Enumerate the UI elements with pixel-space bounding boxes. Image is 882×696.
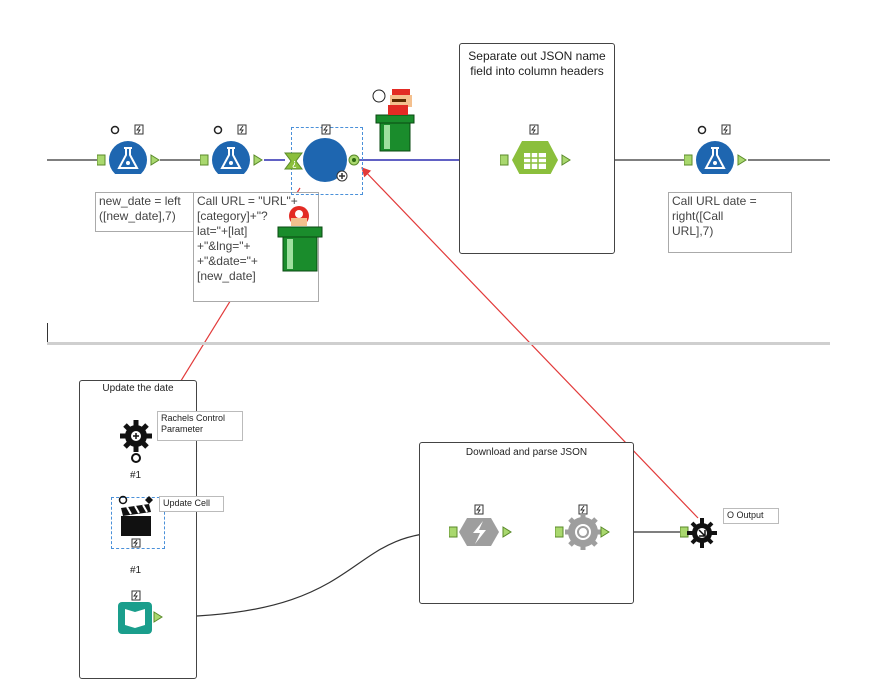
container-download-parse[interactable]: Download and parse JSON: [419, 442, 634, 604]
question-anchor-icon: [131, 453, 141, 463]
formula-tool-1[interactable]: [97, 124, 161, 174]
warp-pipe-icon: [277, 206, 323, 272]
container-title: Download and parse JSON: [465, 447, 588, 458]
control-parameter-label: Rachels Control Parameter: [157, 411, 243, 441]
json-parse-tool[interactable]: [555, 504, 611, 554]
update-cell-label: Update Cell: [159, 496, 224, 512]
step-label-2: #1: [130, 565, 142, 576]
update-cell-tool[interactable]: [113, 494, 163, 540]
container-title: Separate out JSON name field into column…: [468, 49, 606, 78]
container-title: Update the date: [102, 383, 174, 394]
mario-sprite-icon: [372, 89, 415, 152]
macro-tool[interactable]: ¿: [282, 124, 366, 184]
svg-text:¿: ¿: [292, 159, 297, 169]
text-cursor: [47, 323, 48, 345]
formula-annotation-1: new_date = left ([new_date],7): [95, 192, 195, 232]
formula-tool-2[interactable]: [200, 124, 264, 174]
lightning-anchor-icon: [131, 538, 141, 548]
text-input-tool[interactable]: [115, 590, 165, 638]
formula-tool-3[interactable]: [684, 124, 748, 174]
control-parameter-tool[interactable]: [118, 416, 154, 456]
download-tool[interactable]: [449, 504, 515, 554]
canvas-divider: [47, 342, 830, 345]
update-cell-selection: [111, 497, 165, 549]
output-label: O Output: [723, 508, 779, 524]
step-label-1: #1: [130, 470, 142, 481]
macro-output-tool[interactable]: [680, 510, 720, 556]
formula-annotation-3: Call URL date = right([Call URL],7): [668, 192, 792, 253]
text-to-columns-tool[interactable]: [500, 124, 572, 174]
